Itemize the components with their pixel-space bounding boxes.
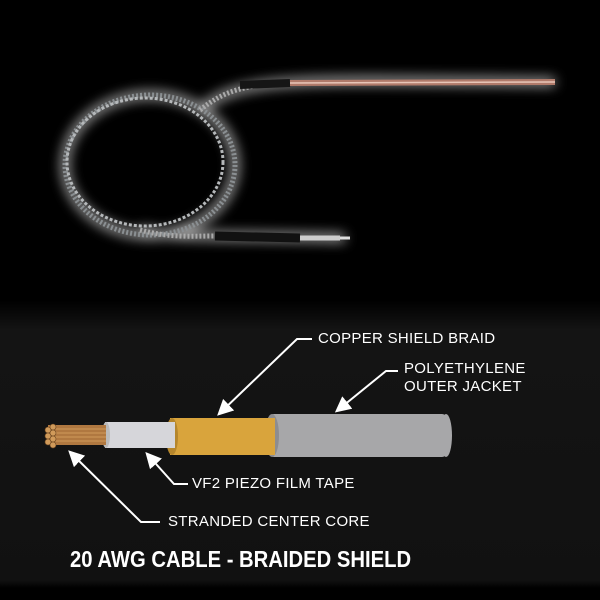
core-arrow [68, 450, 160, 523]
label-jacket-line2: OUTER JACKET [404, 378, 522, 395]
jacket-arrow [334, 370, 398, 413]
label-copper-shield: COPPER SHIELD BRAID [318, 330, 496, 347]
label-piezo-tape: VF2 PIEZO FILM TAPE [192, 475, 355, 492]
diagram-title: 20 AWG CABLE - BRAIDED SHIELD [70, 546, 412, 572]
cable-photo [61, 76, 556, 243]
cable-cross-section [44, 414, 452, 457]
tape-arrow [145, 452, 188, 485]
label-center-core: STRANDED CENTER CORE [168, 513, 370, 530]
leader-lines [68, 338, 398, 523]
label-jacket-line1: POLYETHYLENE [404, 360, 526, 377]
copper-arrow [217, 338, 312, 416]
